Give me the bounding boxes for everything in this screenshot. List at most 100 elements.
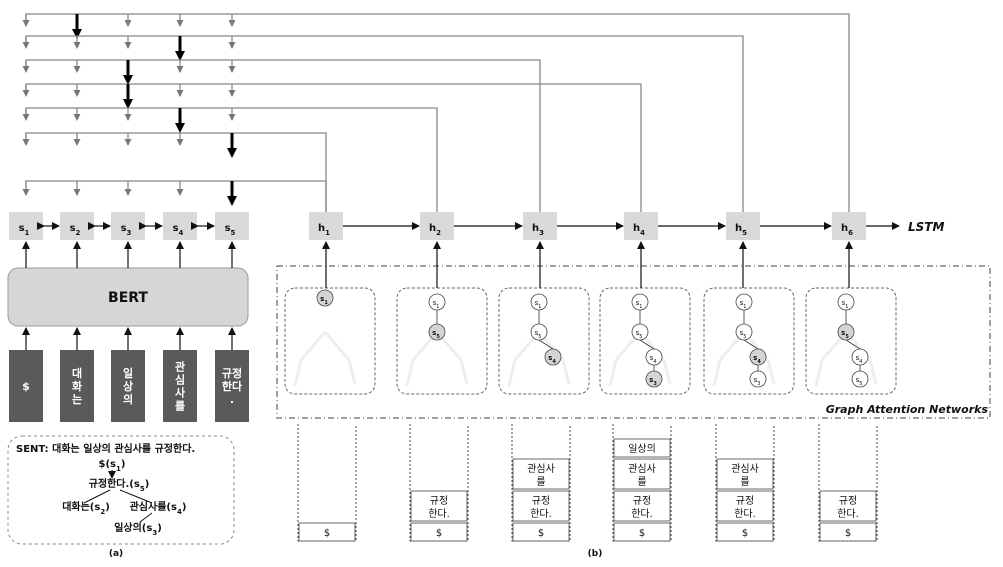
stack-item: 일상의	[628, 443, 656, 455]
bert-label: BERT	[108, 290, 148, 306]
seq-node-s5: s5	[215, 212, 249, 240]
sentence-dependency-box: SENT: 대화는 일상의 관심사를 규정한다. $(s1) 규정한다.(s5) 대화…	[7, 435, 235, 545]
stack-item: $	[639, 528, 645, 539]
hidden-node-h5: h5	[726, 212, 760, 240]
svg-text:s5: s5	[740, 329, 747, 340]
graph-panel-5: s1 s5 s4 s3	[703, 287, 795, 395]
seq-node-s1: s1	[9, 212, 43, 240]
svg-text:s3: s3	[754, 376, 761, 387]
svg-text:h4: h4	[633, 223, 645, 237]
dep-node-label: 관심사를(s4)	[130, 500, 187, 516]
caption-a: (a)	[109, 549, 123, 559]
stack-item: $	[538, 528, 544, 539]
svg-text:s1: s1	[636, 299, 643, 310]
seq-node-s3: s3	[111, 212, 145, 240]
svg-text:s2: s2	[70, 223, 81, 237]
svg-text:s4: s4	[753, 354, 761, 365]
feedback-line	[22, 59, 541, 212]
svg-text:h2: h2	[429, 223, 441, 237]
feedback-line	[22, 35, 744, 212]
token-0: $	[9, 350, 43, 422]
hidden-node-h2: h2	[420, 212, 454, 240]
feedback-line	[22, 13, 850, 212]
dep-node-label: $(s1)	[99, 459, 126, 473]
svg-text:s1: s1	[433, 299, 440, 310]
graph-panel-4: s1 s5 s4 s3	[599, 287, 691, 395]
svg-text:s4: s4	[650, 354, 657, 365]
graph-panel-3: s1 s5 s4	[498, 287, 590, 395]
svg-text:h3: h3	[532, 223, 544, 237]
svg-text:s1: s1	[535, 299, 542, 310]
stack-1: $	[297, 424, 357, 542]
feedback-line	[22, 107, 438, 212]
svg-text:s5: s5	[856, 376, 863, 387]
stack-item: $	[324, 528, 330, 539]
svg-text:s5: s5	[225, 223, 236, 237]
svg-text:h6: h6	[841, 223, 853, 237]
feedback-lines	[22, 13, 850, 212]
gat-label: Graph Attention Networks	[826, 403, 989, 416]
feedback-line	[22, 180, 327, 212]
graph-panel-2: s1 s5	[396, 287, 488, 395]
hidden-node-h1: h1	[309, 212, 343, 240]
seq-node-s2: s2	[60, 212, 94, 240]
svg-text:s4: s4	[548, 354, 556, 365]
svg-text:s3: s3	[121, 223, 132, 237]
svg-text:s5: s5	[636, 329, 643, 340]
dep-node-label: 규정한다.(s5)	[89, 477, 150, 493]
svg-text:s1: s1	[19, 223, 30, 237]
dep-node-label: 일상의(s3)	[114, 521, 162, 537]
stack-item: $	[845, 528, 851, 539]
svg-text:s5: s5	[432, 329, 440, 340]
stack-item: $	[436, 528, 442, 539]
dep-node-label: 대화는(s2)	[62, 500, 110, 516]
svg-text:h5: h5	[735, 223, 747, 237]
hidden-node-h3: h3	[523, 212, 557, 240]
svg-text:s1: s1	[842, 299, 849, 310]
seq-node-s4: s4	[163, 212, 197, 240]
svg-text:h1: h1	[318, 223, 330, 237]
hidden-node-h4: h4	[624, 212, 658, 240]
hidden-node-h6: h6	[832, 212, 866, 240]
sent-text: SENT: 대화는 일상의 관심사를 규정한다.	[16, 442, 195, 455]
svg-text:s1: s1	[740, 299, 747, 310]
feedback-line	[22, 83, 642, 212]
svg-text:s5: s5	[841, 329, 849, 340]
graph-panel-6: s1 s5 s4 s5	[805, 287, 897, 395]
stack-item: $	[742, 528, 748, 539]
svg-text:s1: s1	[320, 295, 328, 306]
feedback-line	[22, 132, 327, 212]
graph-panel-1: s1	[284, 287, 376, 395]
svg-text:s3: s3	[649, 376, 657, 387]
svg-text:s4: s4	[856, 354, 863, 365]
caption-b: (b)	[588, 549, 603, 559]
gat-region	[276, 265, 991, 419]
svg-text:s4: s4	[173, 223, 184, 237]
token-label: $	[22, 380, 30, 393]
lstm-label: LSTM	[908, 220, 944, 234]
svg-text:s5: s5	[535, 329, 542, 340]
